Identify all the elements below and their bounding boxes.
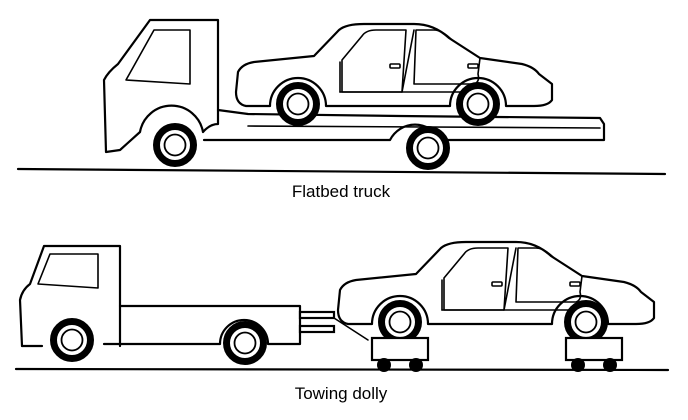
cab-window (125, 29, 191, 85)
caption-flatbed-truck: Flatbed truck (291, 182, 391, 201)
dolly-car-front-wheel (382, 304, 419, 341)
tow-truck (18, 244, 302, 362)
car-rear-wheel (460, 86, 497, 123)
truck-rear-wheel (410, 130, 447, 167)
car-front-wheel (280, 86, 317, 123)
truck-cab (102, 18, 220, 154)
dolly-front (370, 336, 430, 374)
tow-bar (298, 310, 369, 341)
flatbed-truck-illustration (16, 18, 667, 176)
dolly-rear (564, 336, 624, 374)
ground-line-top (16, 167, 667, 176)
car-on-flatbed (234, 22, 554, 123)
flatbed-platform (202, 108, 606, 142)
dolly-car-rear-wheel (568, 304, 605, 341)
tow-truck-rear-wheel (227, 325, 264, 362)
towing-dolly-illustration (14, 240, 670, 374)
tow-truck-cab (18, 244, 122, 348)
tow-cab-window (37, 253, 99, 289)
tow-truck-front-wheel (54, 322, 91, 359)
ground-line-bottom (14, 367, 670, 372)
truck-front-wheel (157, 127, 194, 164)
tow-truck-bed (102, 304, 302, 346)
caption-towing-dolly: Towing dolly (294, 384, 388, 403)
car-on-dolly (336, 240, 656, 341)
flatbed-truck (102, 18, 606, 167)
